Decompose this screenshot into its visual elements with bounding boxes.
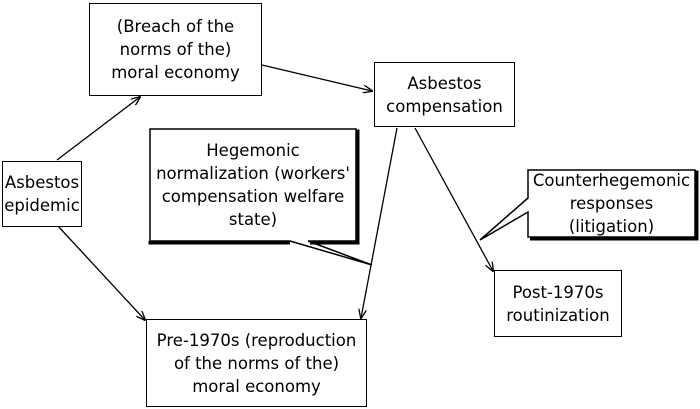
node-pre-1970s: Pre-1970s (reproduction of the norms of … xyxy=(146,319,367,407)
callout-hegemonic-normalization: Hegemonic normalization (workers' compen… xyxy=(156,141,350,229)
counterhegemonic-callout-shape xyxy=(479,169,696,241)
counterhegemonic-callout-shadow xyxy=(530,170,699,241)
node-post-1970s: Post-1970s routinization xyxy=(494,270,622,337)
arrow-breach-to-compensation xyxy=(261,64,372,91)
arrow-compensation-to-post1970s xyxy=(414,127,493,271)
callout-counterhegemonic-responses: Counterhegemonic responses (litigation) xyxy=(532,171,691,236)
arrow-epidemic-to-pre1970s xyxy=(56,224,145,320)
hegemonic-callout-shadow xyxy=(148,129,360,245)
hegemonic-callout-shape xyxy=(149,128,373,266)
node-moral-economy-breach: (Breach of the norms of the) moral econo… xyxy=(89,3,262,96)
arrow-epidemic-to-breach xyxy=(56,97,140,161)
node-asbestos-compensation: Asbestos compensation xyxy=(374,62,515,127)
arrow-compensation-to-pre1970s xyxy=(361,127,398,318)
node-asbestos-epidemic: Asbestos epidemic xyxy=(2,161,82,227)
